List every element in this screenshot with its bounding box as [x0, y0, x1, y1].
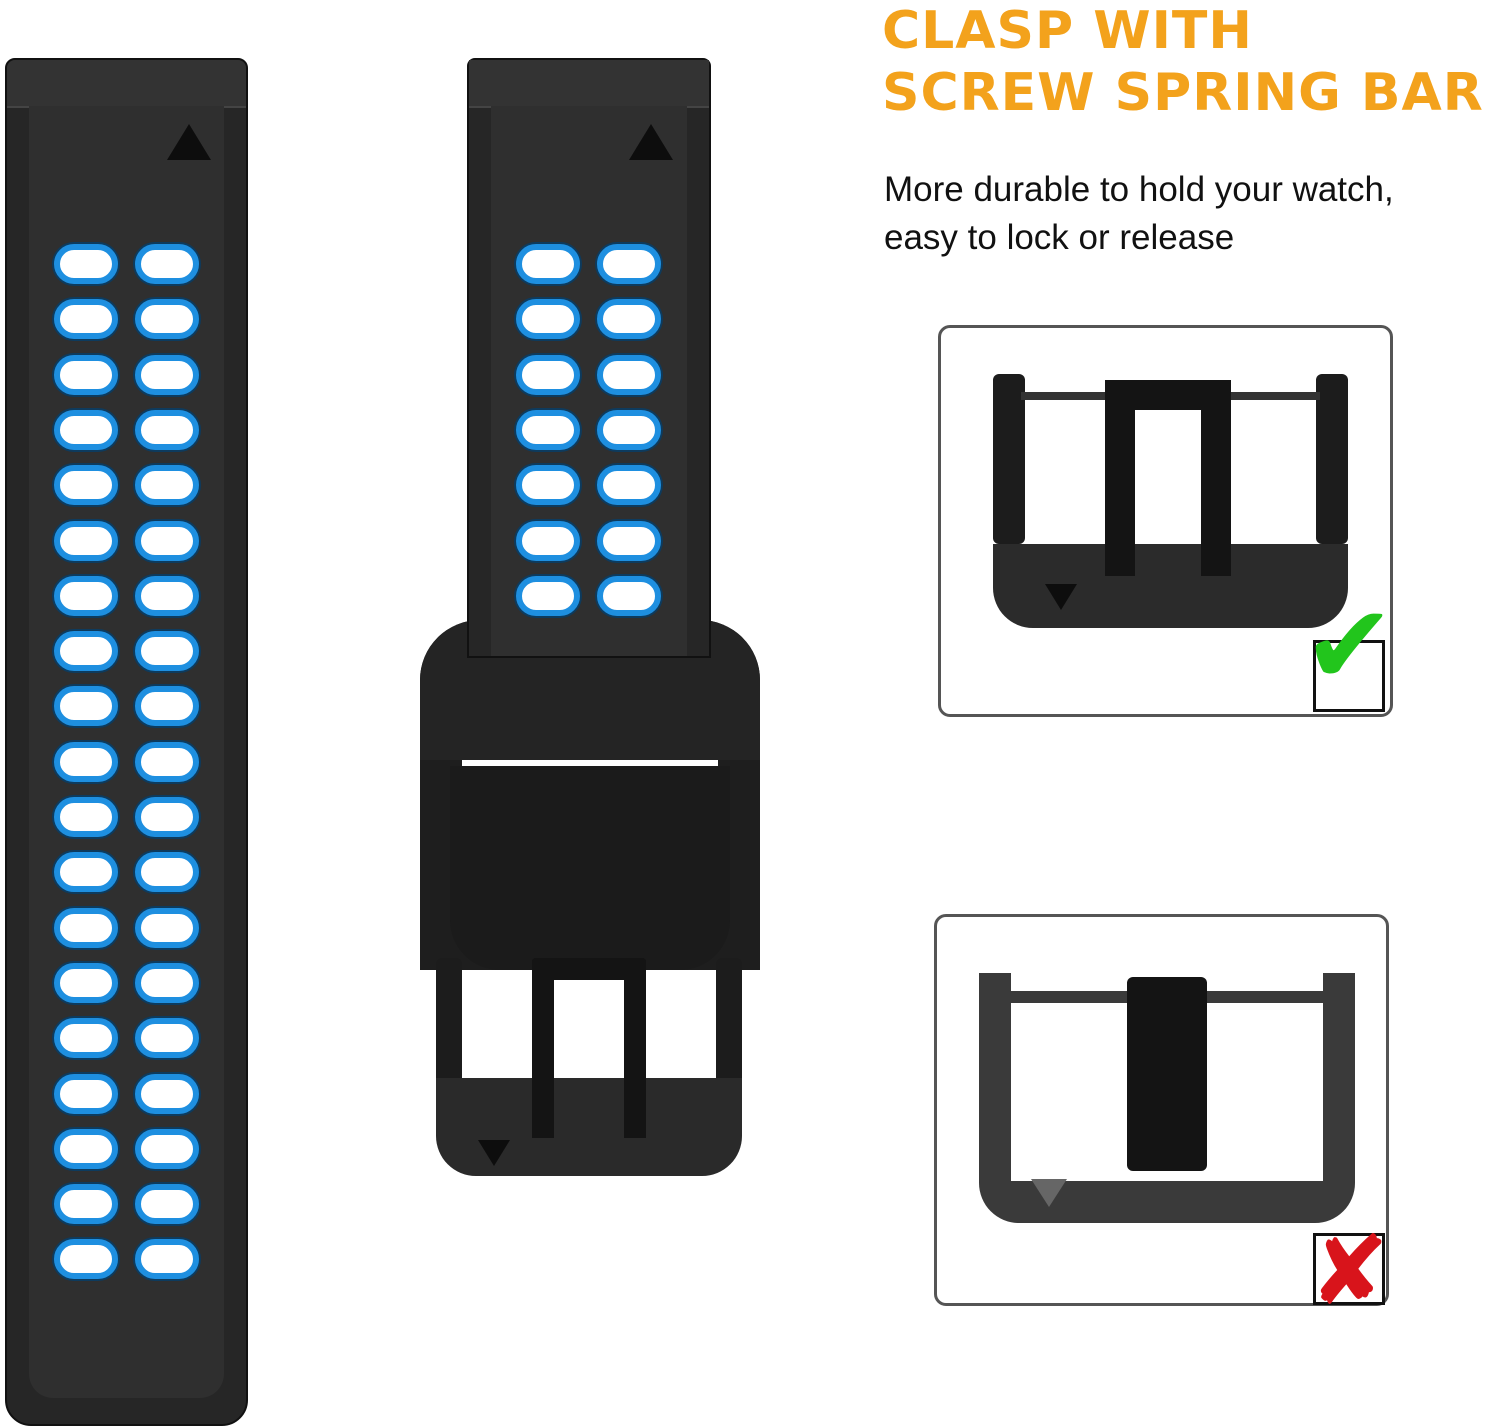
strap-hole — [135, 1128, 199, 1169]
long-strap — [5, 58, 248, 1426]
strap-hole — [54, 1073, 118, 1114]
strap-hole — [135, 631, 199, 672]
headline-line-2: SCREW SPRING BAR — [882, 63, 1484, 123]
strap-hole — [54, 1239, 118, 1280]
strap-hole — [135, 907, 199, 948]
triangle-down-icon — [478, 1140, 510, 1166]
headline: CLASP WITH SCREW SPRING BAR — [882, 0, 1484, 124]
strap-hole — [516, 409, 580, 450]
strap-hole — [516, 520, 580, 561]
buckle-tongue — [1127, 977, 1207, 1171]
strap-hole — [135, 852, 199, 893]
strap-hole — [54, 299, 118, 340]
strap-hole — [597, 520, 661, 561]
screw-spring-bar-buckle — [993, 374, 1348, 628]
buckle-post-right — [1316, 374, 1348, 544]
triangle-up-icon — [167, 124, 211, 160]
strap-hole — [135, 1239, 199, 1280]
strap-hole — [516, 354, 580, 395]
strap-hole — [597, 465, 661, 506]
strap-hole — [54, 741, 118, 782]
strap-hole — [597, 409, 661, 450]
strap-hole — [597, 575, 661, 616]
keeper-gap — [462, 760, 718, 766]
triangle-down-icon — [1045, 584, 1077, 610]
description-line-1: More durable to hold your watch, — [884, 170, 1394, 209]
description-line-2: easy to lock or release — [884, 218, 1235, 257]
checkbox — [1313, 1233, 1385, 1305]
strap-hole — [54, 686, 118, 727]
strap-hole — [54, 1018, 118, 1059]
strap-hole — [516, 465, 580, 506]
strap-hole — [135, 1073, 199, 1114]
strap-hole — [597, 299, 661, 340]
strap-hole — [135, 797, 199, 837]
buckle-strap-keeper — [420, 620, 760, 970]
strap-hole — [54, 962, 118, 1003]
buckle-tongue — [1105, 380, 1231, 576]
strap-hole — [135, 575, 199, 616]
strap-hole — [516, 575, 580, 616]
strap-hole — [516, 299, 580, 340]
strap-loop — [450, 766, 730, 970]
panel-bad-buckle: ✘ — [934, 914, 1389, 1319]
buckle-post-left — [993, 374, 1025, 544]
description: More durable to hold your watch, easy to… — [884, 166, 1394, 262]
strap-hole — [135, 409, 199, 450]
strap-hole — [135, 1184, 199, 1225]
strap-hole — [54, 907, 118, 948]
strap-hole — [54, 244, 118, 284]
strap-hole — [135, 686, 199, 727]
strap-hole — [54, 520, 118, 561]
panel-good-buckle: ✔ — [938, 325, 1396, 717]
strap-hole — [54, 1184, 118, 1225]
strap-hole — [516, 244, 580, 284]
strap-buckle — [436, 958, 742, 1176]
strap-hole — [135, 244, 199, 284]
strap-hole — [135, 741, 199, 782]
strap-hole — [135, 962, 199, 1003]
triangle-up-icon — [629, 124, 673, 160]
strap-hole — [135, 1018, 199, 1059]
strap-hole — [54, 575, 118, 616]
strap-hole — [597, 354, 661, 395]
strap-hole — [54, 797, 118, 837]
strap-hole — [54, 852, 118, 893]
strap-end-band — [469, 60, 709, 108]
cross-icon: ✘ — [1309, 1215, 1390, 1327]
standard-buckle — [979, 973, 1355, 1223]
triangle-down-icon — [1031, 1179, 1067, 1207]
strap-hole — [135, 520, 199, 561]
strap-hole — [135, 299, 199, 340]
buckle-tongue — [532, 958, 646, 1138]
strap-end-band — [7, 60, 246, 108]
strap-hole — [54, 631, 118, 672]
short-strap — [467, 58, 711, 658]
strap-hole — [135, 354, 199, 395]
check-icon: ✔ — [1303, 581, 1396, 709]
strap-hole — [597, 244, 661, 284]
headline-line-1: CLASP WITH — [882, 1, 1253, 61]
strap-hole — [54, 1128, 118, 1169]
checkbox — [1313, 640, 1385, 712]
strap-hole — [54, 409, 118, 450]
strap-hole — [135, 465, 199, 506]
strap-hole — [54, 465, 118, 506]
strap-hole — [54, 354, 118, 395]
